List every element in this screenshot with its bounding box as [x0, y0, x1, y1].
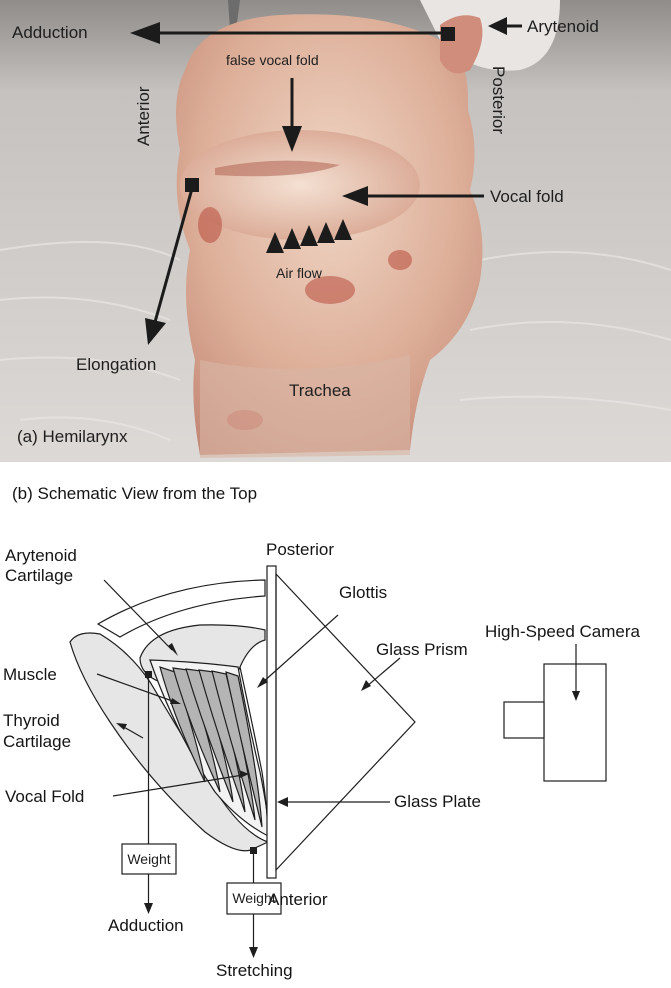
- schematic-panel-top-view: (b) Schematic View from the Top Posterio…: [0, 462, 671, 988]
- glass-plate-shape: [266, 565, 277, 879]
- glottis-label: Glottis: [339, 583, 388, 602]
- elongation-arrowhead: [145, 318, 166, 345]
- trachea-label: Trachea: [289, 381, 351, 400]
- adduction-arrowhead: [130, 22, 160, 44]
- vocal-fold-pointer: [112, 774, 244, 797]
- weight-box-right: [226, 882, 282, 915]
- glass-prism-shape: [275, 572, 416, 872]
- vocal-fold-pointer-head: [239, 770, 249, 778]
- glass-prism-label: Glass Prism: [376, 640, 468, 659]
- thyroid-cartilage-label-line2: Cartilage: [3, 732, 72, 751]
- photo-panel-hemilarynx: Adduction Arytenoid false vocal fold Ant…: [0, 0, 671, 462]
- adduction-anchor: [441, 27, 455, 41]
- thyroid-cartilage-label-line1: Thyroid: [3, 711, 60, 730]
- arytenoid-arrowhead: [488, 17, 507, 35]
- weight-right-label: Weight: [232, 890, 276, 906]
- false-vocal-fold-arrowhead: [282, 126, 302, 152]
- glass-prism-pointer: [365, 657, 401, 688]
- weight-box-left: [121, 843, 177, 875]
- vocal-fold-label-schematic: Vocal Fold: [5, 787, 85, 806]
- camera-pointer-head: [572, 691, 580, 701]
- posterior-vertical-label: Posterior: [489, 66, 508, 135]
- elongation-label: Elongation: [76, 355, 157, 374]
- glottis-pointer-head: [257, 677, 268, 688]
- stretching-weight-arrowhead: [249, 947, 258, 958]
- adduction-anchor-point: [145, 671, 152, 678]
- glass-plate-pointer-head: [277, 797, 288, 807]
- adduction-label-schematic: Adduction: [108, 916, 184, 935]
- trachea-tissue: [200, 355, 410, 458]
- cloth-texture: [0, 241, 671, 441]
- vocal-fold-tissue: [180, 130, 420, 240]
- stretching-label: Stretching: [216, 961, 293, 980]
- thyroid-pointer: [121, 725, 144, 739]
- high-speed-camera-label: High-Speed Camera: [485, 622, 640, 641]
- adduction-weight-arrowhead: [144, 903, 153, 914]
- glottis-pointer: [261, 614, 339, 684]
- air-flow-arrowheads: [266, 219, 352, 253]
- camera-body: [543, 663, 607, 782]
- photo-arrows: [130, 17, 522, 345]
- schematic-diagram: [69, 565, 607, 958]
- glottal-slit: [215, 160, 340, 177]
- air-flow-label: Air flow: [276, 265, 322, 281]
- muscle-label: Muscle: [3, 665, 57, 684]
- muscle-pointer-head: [170, 698, 181, 704]
- vocal-fold-arrowhead: [342, 186, 368, 206]
- adduction-label: Adduction: [12, 23, 88, 42]
- elongation-arrow-line: [153, 184, 195, 323]
- glass-prism-pointer-head: [361, 680, 371, 691]
- anterior-vertical-label: Anterior: [134, 86, 153, 146]
- arytenoid-cartilage-label-line2: Cartilage: [5, 566, 74, 585]
- arytenoid-pointer-head: [168, 643, 178, 656]
- vocal-fold-label: Vocal fold: [490, 187, 564, 206]
- thyroid-pointer-head: [116, 723, 127, 730]
- glass-plate-label: Glass Plate: [394, 792, 481, 811]
- anterior-label: Anterior: [268, 890, 328, 909]
- cricoid-arc: [96, 579, 266, 638]
- schematic-lines: [69, 565, 607, 879]
- arytenoid-label: Arytenoid: [527, 17, 599, 36]
- false-vocal-fold-label: false vocal fold: [226, 52, 319, 68]
- schematic-pointers: [96, 579, 580, 958]
- arytenoid-cartilage-label-line1: Arytenoid: [5, 546, 77, 565]
- camera-lens: [503, 701, 545, 739]
- photo-caption: (a) Hemilarynx: [17, 427, 128, 446]
- posterior-label: Posterior: [266, 540, 335, 559]
- weight-left-label: Weight: [127, 851, 171, 867]
- muscle-fibers: [159, 666, 263, 828]
- arytenoid-pointer: [103, 579, 173, 651]
- schematic-caption: (b) Schematic View from the Top: [12, 484, 258, 503]
- muscle-pointer: [96, 673, 176, 703]
- stretching-anchor-point: [250, 847, 257, 854]
- elongation-anchor: [185, 178, 199, 192]
- photo-illustration: [0, 0, 671, 462]
